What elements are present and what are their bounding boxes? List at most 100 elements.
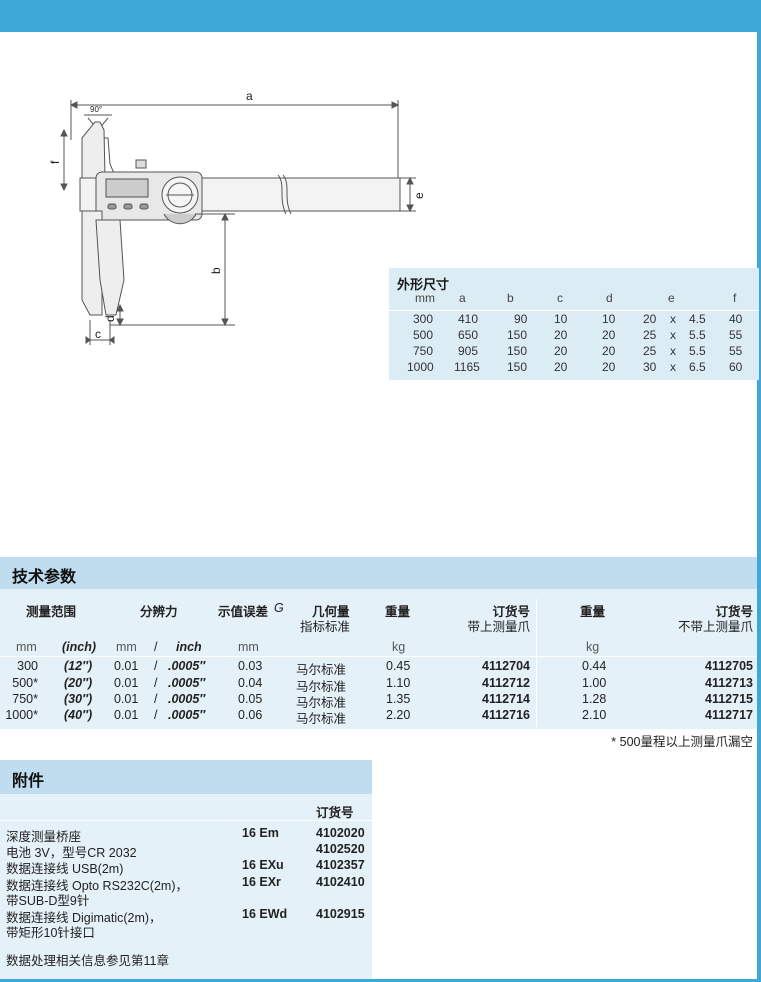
dims-row-b: 150: [507, 344, 528, 358]
dims-row-mm: 750: [413, 344, 434, 358]
dims-row-e2: 6.5: [689, 360, 706, 374]
dim-label-d: d: [103, 315, 117, 322]
dims-row-b: 150: [507, 360, 528, 374]
tech-row-res-inch: .0005″: [168, 676, 206, 690]
dims-header-c: c: [557, 291, 563, 305]
tech-row-std: 马尔标准: [296, 696, 347, 710]
tech-header-range: 测量范围: [26, 605, 77, 619]
dims-row-x: x: [670, 312, 676, 326]
dims-header-a: a: [459, 291, 466, 305]
dims-row-x: x: [670, 328, 676, 342]
tech-row-res-inch: .0005″: [168, 659, 206, 673]
tech-header-resolution: 分辨力: [140, 605, 178, 619]
dims-row-d: 20: [602, 328, 616, 342]
dims-row-e1: 25: [643, 344, 657, 358]
tech-row-res: 0.01: [114, 659, 139, 673]
tech-row-order-1: 4112712: [482, 676, 530, 690]
tech-row-error: 0.04: [238, 676, 263, 690]
accessory-code: 16 EWd: [242, 907, 288, 921]
tech-unit-res-inch: inch: [176, 640, 202, 654]
tech-row-order-2: 4112717: [705, 708, 753, 722]
accessories-table: 订货号 深度测量桥座 16 Em 4102020 电池 3V，型号CR 2032…: [0, 794, 372, 979]
tech-row-std: 马尔标准: [296, 712, 347, 726]
tech-row-weight-2: 2.10: [582, 708, 607, 722]
tech-header-weight-2: 重量: [580, 605, 606, 619]
tech-row-error: 0.03: [238, 659, 263, 673]
tech-row-weight-2: 1.28: [582, 692, 607, 706]
tech-row-error: 0.05: [238, 692, 263, 706]
tech-footnote: * 500量程以上测量爪漏空: [611, 735, 753, 749]
dims-row-b: 90: [514, 312, 528, 326]
dims-row-a: 905: [458, 344, 479, 358]
dims-header-e: e: [668, 291, 675, 305]
accessory-name: 深度测量桥座: [6, 830, 82, 844]
tech-header-error: 示值误差: [218, 605, 269, 619]
tech-row-weight: 1.10: [386, 676, 411, 690]
accessories-footer: 数据处理相关信息参见第11章: [6, 954, 169, 968]
accessory-code: 16 EXu: [242, 858, 284, 872]
dims-header-mm: mm: [415, 291, 435, 305]
tech-header-error-symbol: G: [274, 601, 284, 615]
dims-row-f: 55: [729, 344, 743, 358]
tech-header-order-2: 订货号: [715, 605, 753, 619]
caliper-diagram: a 90° f e b d c: [48, 89, 426, 345]
tech-row-error: 0.06: [238, 708, 263, 722]
tech-row-weight-2: 0.44: [582, 659, 607, 673]
dims-row-e1: 20: [643, 312, 657, 326]
dims-row-a: 1165: [454, 360, 480, 374]
dimensions-table: 外形尺寸 mm a b c d e f 300 410 90 10 10 20 …: [389, 268, 759, 380]
tech-row-weight: 1.35: [386, 692, 411, 706]
tech-row-weight: 0.45: [386, 659, 411, 673]
accessory-order: 4102915: [316, 907, 365, 921]
dim-label-c: c: [95, 327, 101, 341]
accessories-order-header: 订货号: [316, 806, 354, 820]
dims-row-x: x: [670, 344, 676, 358]
dimensions-title: 外形尺寸: [397, 277, 450, 292]
dims-header-f: f: [733, 291, 737, 305]
dims-row-a: 650: [458, 328, 479, 342]
right-accent-edge: [757, 32, 761, 982]
tech-header-order-1-sub: 带上测量爪: [467, 620, 530, 634]
dims-row-e2: 4.5: [689, 312, 706, 326]
tech-unit-slash: /: [154, 640, 158, 654]
accessory-name: 数据连接线 Digimatic(2m)，: [6, 911, 162, 925]
tech-unit-inch: (inch): [62, 640, 97, 654]
accessory-name-line-2: 带矩形10针接口: [6, 926, 95, 940]
dims-row-a: 410: [458, 312, 479, 326]
dim-label-angle: 90°: [90, 105, 102, 114]
accessory-name: 电池 3V，型号CR 2032: [6, 846, 137, 860]
tech-row-res-inch: .0005″: [168, 692, 206, 706]
dims-row-c: 20: [554, 344, 568, 358]
dims-row-f: 40: [729, 312, 743, 326]
tech-row-order-2: 4112715: [705, 692, 753, 706]
dims-row-b: 150: [507, 328, 528, 342]
tech-row-slash: /: [154, 659, 158, 673]
top-accent-bar: [0, 0, 761, 32]
tech-row-slash: /: [154, 692, 158, 706]
accessory-order: 4102520: [316, 842, 365, 856]
tech-header-geometry-sub: 指标标准: [300, 620, 351, 634]
tech-unit-kg-2: kg: [586, 640, 600, 654]
tech-row-std: 马尔标准: [296, 680, 347, 694]
accessory-code: 16 EXr: [242, 875, 281, 889]
tech-table: 测量范围 分辨力 示值误差 G 几何量 指标标准 重量 订货号 带上测量爪 重量…: [0, 589, 757, 729]
accessory-order: 4102410: [316, 875, 365, 889]
dims-row-d: 10: [602, 312, 616, 326]
dims-header-d: d: [606, 291, 613, 305]
dims-header-b: b: [507, 291, 514, 305]
tech-header-weight: 重量: [385, 605, 411, 619]
dims-row-d: 20: [602, 360, 616, 374]
tech-row-order-2: 4112705: [705, 659, 753, 673]
tech-row-range-inch: (40″): [64, 708, 93, 722]
dim-label-e: e: [412, 192, 426, 199]
dims-row-mm: 1000: [407, 360, 434, 374]
accessory-code: 16 Em: [242, 826, 279, 840]
tech-unit-err-mm: mm: [238, 640, 259, 654]
dim-label-b: b: [209, 267, 223, 274]
tech-row-res-inch: .0005″: [168, 708, 206, 722]
tech-row-std: 马尔标准: [296, 663, 347, 677]
tech-row-range-mm: 1000*: [5, 708, 38, 722]
tech-row-range-mm: 300: [17, 659, 38, 673]
accessory-name: 数据连接线 Opto RS232C(2m)，: [6, 879, 188, 893]
dims-row-mm: 300: [413, 312, 434, 326]
